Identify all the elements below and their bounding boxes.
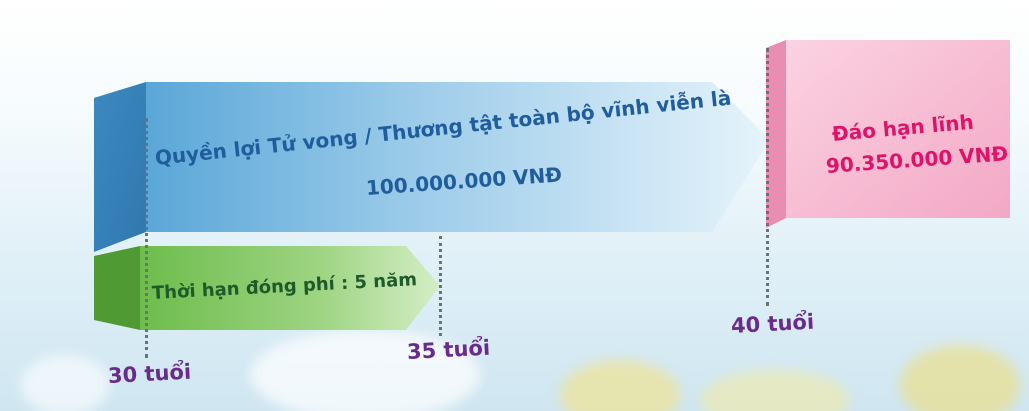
benefit-arrow [94, 82, 770, 252]
maturity-box-side-face [766, 40, 786, 228]
background-cloud-blob [250, 330, 480, 411]
maturity-box-front-face [786, 40, 1010, 218]
benefit-arrow-front-face [146, 82, 770, 232]
premium-arrow-front-face [140, 246, 440, 330]
background-cloud-blob [20, 355, 110, 411]
age-label-30: 30 tuổi [107, 359, 192, 388]
premium-term-arrow [94, 246, 440, 330]
tick-40 [766, 48, 769, 306]
benefit-arrow-side-face [94, 82, 146, 252]
tick-30 [145, 118, 148, 358]
maturity-box [766, 40, 1010, 228]
background-flower-blob [900, 345, 1020, 411]
tick-35 [439, 236, 442, 336]
premium-arrow-side-face [94, 246, 140, 330]
age-label-40: 40 tuổi [730, 309, 815, 338]
background-flower-blob [560, 360, 680, 411]
background-flower-blob [700, 370, 850, 411]
age-label-35: 35 tuổi [406, 335, 491, 364]
